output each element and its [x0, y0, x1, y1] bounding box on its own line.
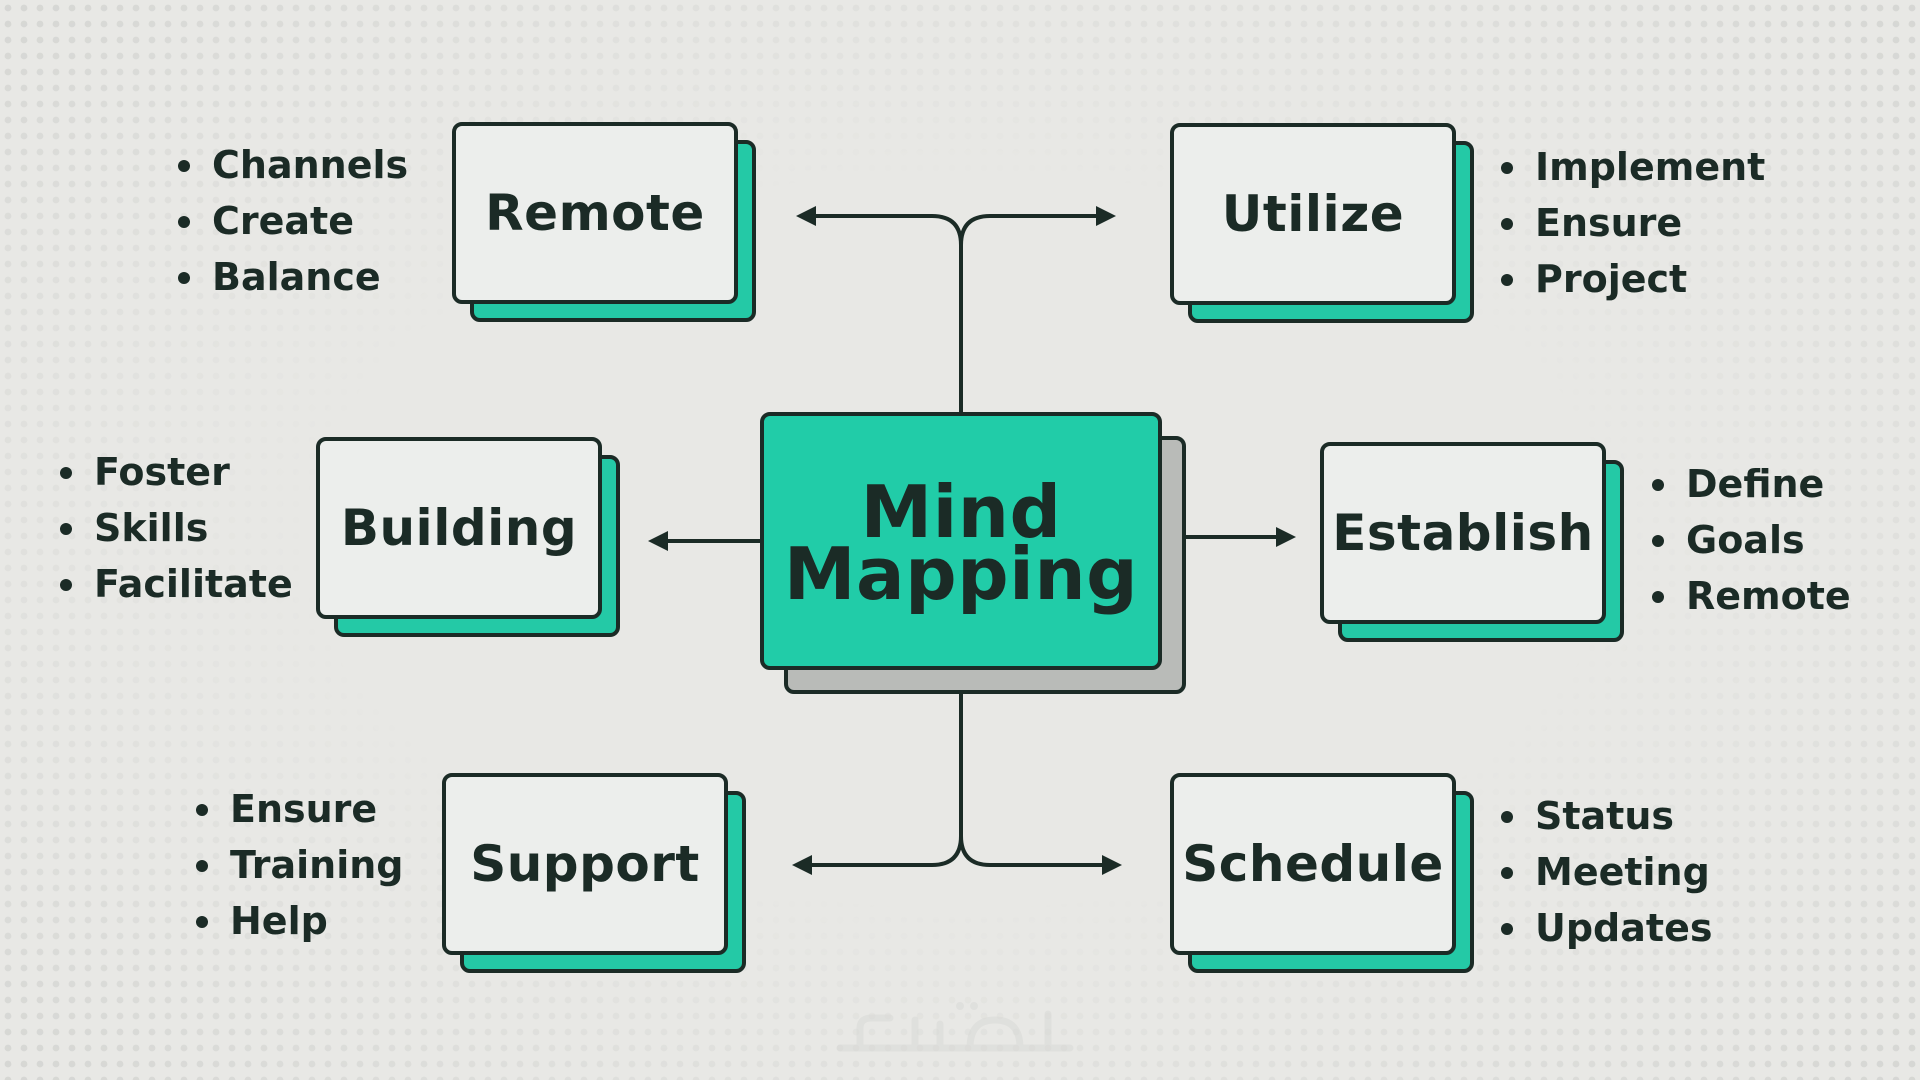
bullet-item: Updates — [1499, 900, 1712, 956]
bullet-item: Remote — [1650, 568, 1851, 624]
node-establish-bullets: Define Goals Remote — [1650, 456, 1851, 624]
bullet-item: Meeting — [1499, 844, 1712, 900]
node-remote-label: Remote — [452, 122, 738, 304]
connector-to-utilize — [959, 206, 1116, 246]
bullet-item: Skills — [58, 500, 293, 556]
bullet-item: Facilitate — [58, 556, 293, 612]
connector-to-schedule — [959, 835, 1122, 875]
center-title-line2: Mapping — [783, 532, 1139, 616]
bullet-item: Balance — [176, 249, 408, 305]
center-title-line1: Mind — [860, 470, 1062, 554]
bullet-item: Ensure — [194, 781, 404, 837]
node-support-bullets: Ensure Training Help — [194, 781, 404, 949]
node-schedule: Schedule — [1170, 773, 1474, 973]
node-utilize-bullets: Implement Ensure Project — [1499, 139, 1765, 307]
bullet-item: Help — [194, 893, 404, 949]
bullet-item: Implement — [1499, 139, 1765, 195]
bullet-item: Status — [1499, 788, 1712, 844]
node-remote-bullets: Channels Create Balance — [176, 137, 408, 305]
node-utilize-label: Utilize — [1170, 123, 1456, 305]
node-schedule-label: Schedule — [1170, 773, 1456, 955]
center-node-face: Mind Mapping — [760, 412, 1162, 670]
node-remote: Remote — [452, 122, 756, 322]
center-node-mind-mapping: Mind Mapping — [760, 412, 1186, 694]
node-establish-label: Establish — [1320, 442, 1606, 624]
node-support: Support — [442, 773, 746, 973]
node-establish: Establish — [1320, 442, 1624, 642]
khamsat-logo-icon — [836, 1002, 1074, 1052]
bullet-item: Project — [1499, 251, 1765, 307]
node-building: Building — [316, 437, 620, 637]
bullet-item: Ensure — [1499, 195, 1765, 251]
node-building-label: Building — [316, 437, 602, 619]
bullet-item: Training — [194, 837, 404, 893]
bullet-item: Channels — [176, 137, 408, 193]
node-support-label: Support — [442, 773, 728, 955]
connector-to-support — [792, 835, 963, 875]
connector-to-remote — [796, 206, 963, 246]
node-utilize: Utilize — [1170, 123, 1474, 323]
bullet-item: Define — [1650, 456, 1851, 512]
bullet-item: Foster — [58, 444, 293, 500]
bullet-item: Create — [176, 193, 408, 249]
node-building-bullets: Foster Skills Facilitate — [58, 444, 293, 612]
node-schedule-bullets: Status Meeting Updates — [1499, 788, 1712, 956]
bullet-item: Goals — [1650, 512, 1851, 568]
